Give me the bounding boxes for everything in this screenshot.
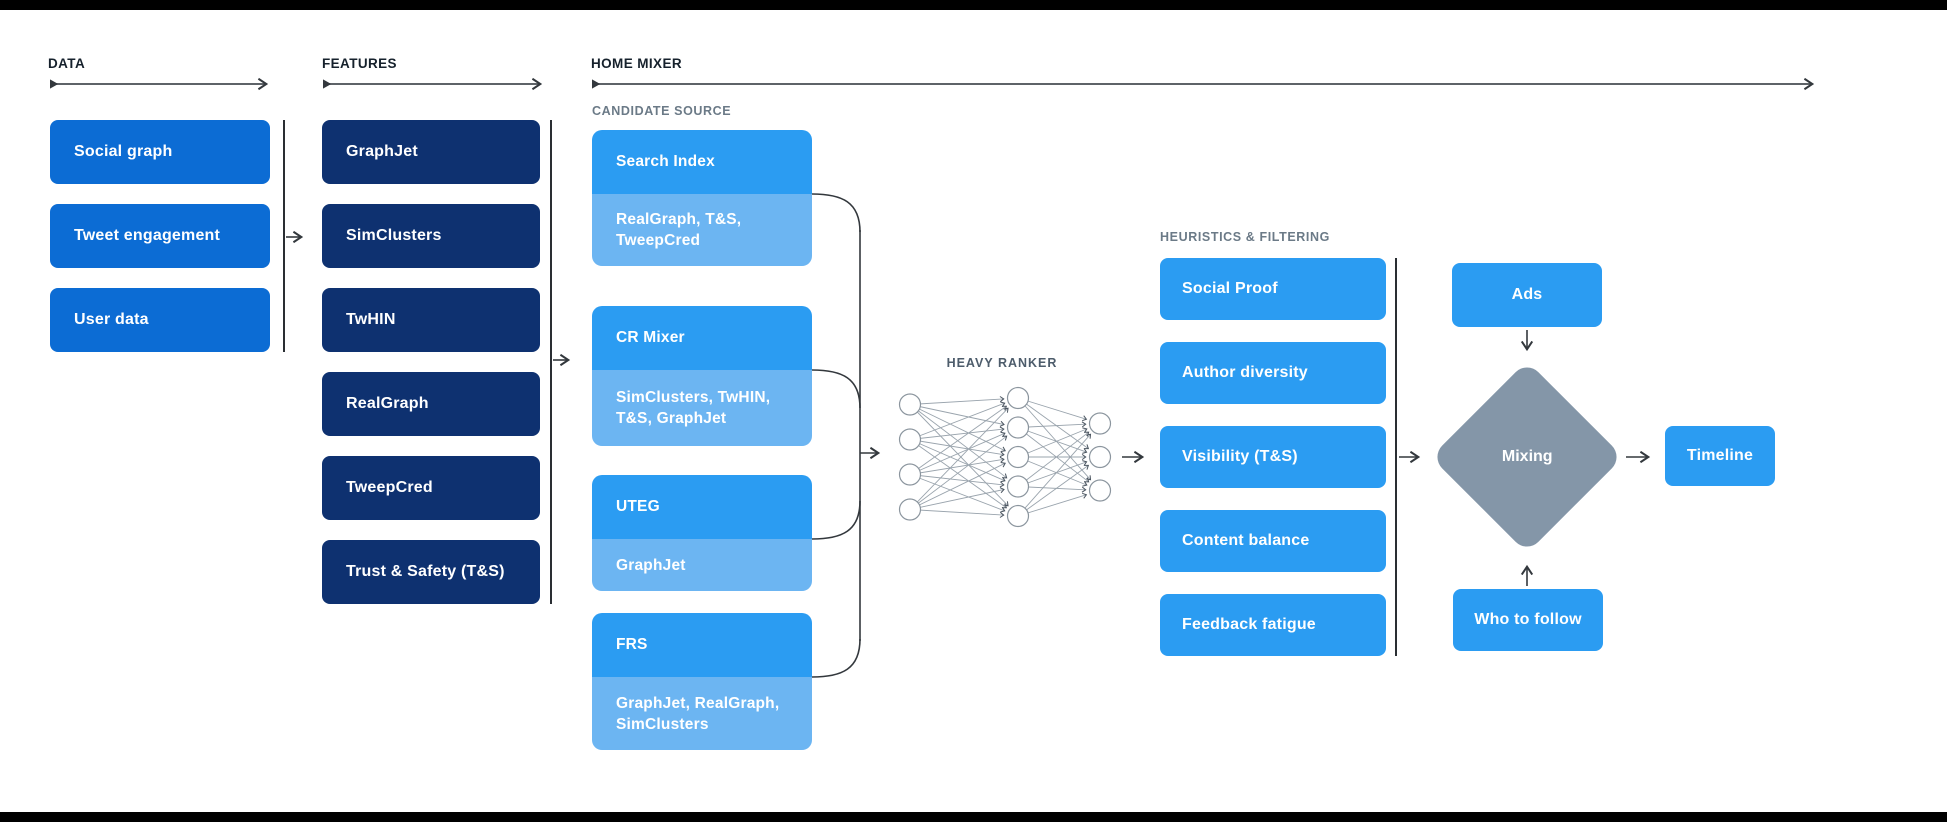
cr-mixer-connector (811, 369, 861, 409)
candidate-detail-uteg: GraphJet (592, 539, 812, 591)
feature-box-trust-safety: Trust & Safety (T&S) (322, 540, 540, 604)
home-mixer-header: HOME MIXER (591, 56, 683, 71)
feature-box-graphjet: GraphJet (322, 120, 540, 184)
heuristic-box-author-diversity: Author diversity (1160, 342, 1386, 404)
feature-box-simclusters: SimClusters (322, 204, 540, 268)
candidate-group-search-index: Search Index RealGraph, T&S, TweepCred (592, 130, 812, 266)
heavy-ranker-label: HEAVY RANKER (946, 356, 1058, 370)
feature-box-realgraph: RealGraph (322, 372, 540, 436)
data-box-tweet-engagement: Tweet engagement (50, 204, 270, 268)
frs-connector (811, 638, 861, 678)
heuristics-filtering-label: HEURISTICS & FILTERING (1160, 230, 1330, 244)
candidate-source-label: CANDIDATE SOURCE (592, 104, 732, 118)
data-column-header: DATA (48, 56, 86, 71)
heuristic-box-visibility: Visibility (T&S) (1160, 426, 1386, 488)
heuristic-box-social-proof: Social Proof (1160, 258, 1386, 320)
heavy-ranker-network (898, 386, 1112, 528)
features-column-header: FEATURES (322, 56, 397, 71)
candidate-title-frs: FRS (592, 613, 812, 677)
mixing-label: Mixing (1501, 447, 1553, 465)
flow-arrows (286, 193, 1651, 678)
ads-box: Ads (1452, 263, 1602, 327)
candidate-title-search-index: Search Index (592, 130, 812, 194)
uteg-connector (811, 500, 861, 540)
candidate-group-uteg: UTEG GraphJet (592, 475, 812, 591)
data-box-user-data: User data (50, 288, 270, 352)
candidate-detail-search-index: RealGraph, T&S, TweepCred (592, 194, 812, 266)
candidate-detail-frs: GraphJet, RealGraph, SimClusters (592, 677, 812, 750)
column-separators (283, 120, 1397, 656)
search-index-connector (811, 193, 861, 233)
top-frame-bar (0, 0, 1947, 10)
timeline-box: Timeline (1665, 426, 1775, 486)
feature-box-twhin: TwHIN (322, 288, 540, 352)
feature-box-tweepcred: TweepCred (322, 456, 540, 520)
candidate-title-cr-mixer: CR Mixer (592, 306, 812, 370)
candidate-group-frs: FRS GraphJet, RealGraph, SimClusters (592, 613, 812, 750)
candidate-detail-cr-mixer: SimClusters, TwHIN, T&S, GraphJet (592, 370, 812, 446)
data-box-social-graph: Social graph (50, 120, 270, 184)
heuristic-box-feedback-fatigue: Feedback fatigue (1160, 594, 1386, 656)
heuristic-box-content-balance: Content balance (1160, 510, 1386, 572)
candidate-group-cr-mixer: CR Mixer SimClusters, TwHIN, T&S, GraphJ… (592, 306, 812, 446)
candidate-title-uteg: UTEG (592, 475, 812, 539)
who-to-follow-box: Who to follow (1453, 589, 1603, 651)
bottom-frame-bar (0, 812, 1947, 822)
